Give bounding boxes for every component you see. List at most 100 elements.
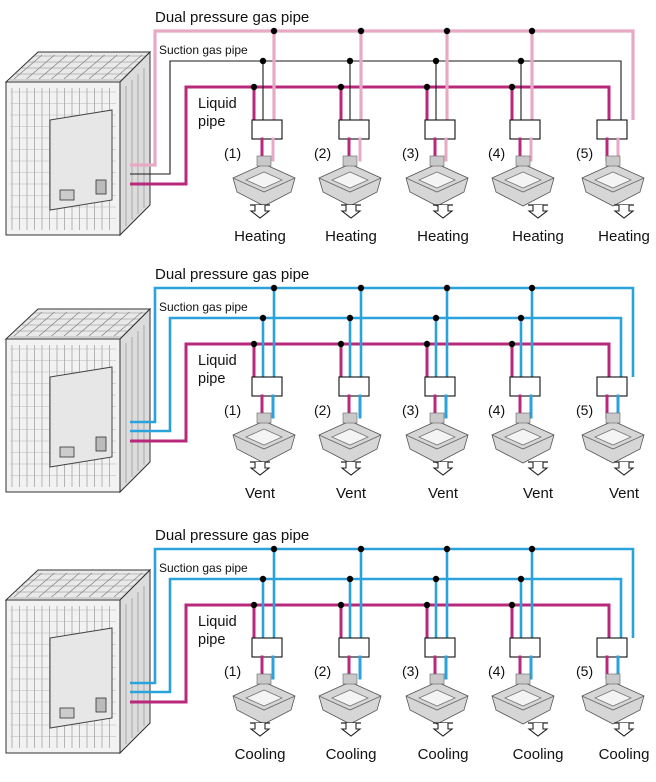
airflow-arrow-icon bbox=[613, 204, 635, 219]
unit-mode-label: Heating bbox=[417, 228, 469, 245]
junction-node bbox=[432, 314, 440, 322]
branch-selector-box bbox=[509, 637, 541, 658]
indoor-cassette-unit bbox=[491, 412, 555, 464]
branch-selector-box bbox=[251, 637, 283, 658]
indoor-cassette-unit bbox=[581, 412, 645, 464]
junction-node bbox=[432, 575, 440, 583]
junction-node bbox=[337, 601, 345, 609]
unit-number-label: (3) bbox=[402, 402, 419, 418]
indoor-cassette-unit bbox=[491, 155, 555, 207]
airflow-arrow-icon bbox=[527, 461, 549, 476]
airflow-arrow-icon bbox=[432, 461, 454, 476]
junction-node bbox=[270, 545, 278, 553]
branch-selector-box bbox=[424, 637, 456, 658]
unit-number-label: (4) bbox=[488, 402, 505, 418]
junction-node bbox=[259, 575, 267, 583]
junction-node bbox=[432, 57, 440, 65]
unit-number-label: (4) bbox=[488, 145, 505, 161]
airflow-arrow-icon bbox=[249, 722, 271, 737]
unit-number-label: (5) bbox=[576, 402, 593, 418]
airflow-arrow-icon bbox=[432, 204, 454, 219]
liquid-pipe bbox=[130, 603, 611, 704]
panel-vent: (1)Vent(2)Vent(3)Vent(4)Vent(5)VentDual … bbox=[4, 266, 645, 502]
junction-node bbox=[337, 340, 345, 348]
branch-selector-box bbox=[338, 637, 370, 658]
suction-gas-label: Suction gas pipe bbox=[159, 561, 248, 575]
suction-gas-pipe bbox=[130, 316, 623, 433]
liquid-pipe-label-line2: pipe bbox=[198, 371, 225, 387]
dual-pressure-gas-pipe bbox=[130, 547, 635, 685]
junction-node bbox=[508, 83, 516, 91]
suction-gas-label: Suction gas pipe bbox=[159, 43, 248, 57]
airflow-arrow-icon bbox=[613, 461, 635, 476]
airflow-arrow-icon bbox=[432, 722, 454, 737]
liquid-pipe-label: Liquid bbox=[198, 614, 237, 630]
junction-node bbox=[528, 284, 536, 292]
indoor-cassette-unit bbox=[232, 155, 296, 207]
unit-mode-label: Cooling bbox=[235, 746, 286, 763]
junction-node bbox=[508, 340, 516, 348]
junction-node bbox=[346, 314, 354, 322]
branch-selector-box bbox=[251, 376, 283, 397]
unit-mode-label: Vent bbox=[336, 485, 367, 502]
indoor-cassette-unit bbox=[318, 673, 382, 725]
junction-node bbox=[346, 57, 354, 65]
branch-selector-box bbox=[251, 119, 283, 140]
branch-selector-box bbox=[424, 376, 456, 397]
airflow-arrow-icon bbox=[249, 204, 271, 219]
dual-pressure-label: Dual pressure gas pipe bbox=[155, 9, 309, 26]
branch-selector-box bbox=[596, 119, 628, 140]
indoor-cassette-unit bbox=[405, 673, 469, 725]
junction-node bbox=[517, 575, 525, 583]
unit-number-label: (5) bbox=[576, 663, 593, 679]
outdoor-unit bbox=[4, 307, 152, 494]
unit-mode-label: Heating bbox=[512, 228, 564, 245]
indoor-cassette-unit bbox=[491, 673, 555, 725]
dual-pressure-label: Dual pressure gas pipe bbox=[155, 266, 309, 283]
unit-number-label: (1) bbox=[224, 663, 241, 679]
unit-mode-label: Cooling bbox=[418, 746, 469, 763]
unit-number-label: (2) bbox=[314, 663, 331, 679]
unit-mode-label: Cooling bbox=[513, 746, 564, 763]
indoor-cassette-unit bbox=[581, 155, 645, 207]
liquid-pipe-label: Liquid bbox=[198, 353, 237, 369]
branch-selector-box bbox=[338, 376, 370, 397]
branch-selector-box bbox=[338, 119, 370, 140]
outdoor-unit bbox=[4, 50, 152, 237]
junction-node bbox=[337, 83, 345, 91]
airflow-arrow-icon bbox=[527, 204, 549, 219]
junction-node bbox=[270, 284, 278, 292]
dual-pressure-gas-pipe bbox=[130, 29, 635, 167]
unit-mode-label: Heating bbox=[234, 228, 286, 245]
airflow-arrow-icon bbox=[527, 722, 549, 737]
junction-node bbox=[357, 27, 365, 35]
junction-node bbox=[423, 83, 431, 91]
dual-pressure-gas-pipe bbox=[130, 286, 635, 424]
indoor-cassette-unit bbox=[232, 673, 296, 725]
unit-number-label: (3) bbox=[402, 663, 419, 679]
liquid-pipe-label: Liquid bbox=[198, 96, 237, 112]
junction-node bbox=[423, 601, 431, 609]
branch-selector-box bbox=[509, 376, 541, 397]
unit-mode-label: Cooling bbox=[326, 746, 377, 763]
junction-node bbox=[508, 601, 516, 609]
junction-node bbox=[443, 284, 451, 292]
indoor-cassette-unit bbox=[232, 412, 296, 464]
indoor-cassette-unit bbox=[405, 412, 469, 464]
junction-node bbox=[250, 601, 258, 609]
suction-gas-label: Suction gas pipe bbox=[159, 300, 248, 314]
junction-node bbox=[357, 545, 365, 553]
indoor-cassette-unit bbox=[581, 673, 645, 725]
unit-number-label: (5) bbox=[576, 145, 593, 161]
airflow-arrow-icon bbox=[249, 461, 271, 476]
junction-node bbox=[517, 57, 525, 65]
suction-gas-pipe bbox=[130, 60, 622, 175]
unit-number-label: (1) bbox=[224, 402, 241, 418]
branch-selector-box bbox=[509, 119, 541, 140]
unit-number-label: (3) bbox=[402, 145, 419, 161]
branch-selector-box bbox=[596, 376, 628, 397]
unit-mode-label: Vent bbox=[609, 485, 640, 502]
junction-node bbox=[423, 340, 431, 348]
unit-number-label: (2) bbox=[314, 402, 331, 418]
